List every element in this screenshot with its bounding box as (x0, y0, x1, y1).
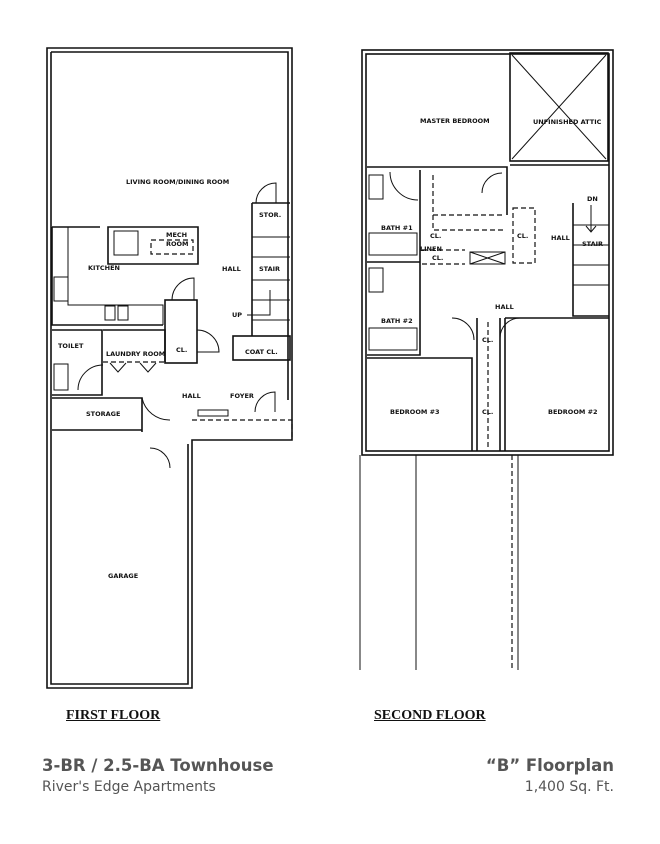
room-mech-room: ROOM (166, 240, 189, 248)
plan-name: “B” Floorplan (485, 756, 614, 775)
second-floor-heading: SECOND FLOOR (374, 708, 486, 723)
room-linen: LINEN (420, 245, 442, 253)
room-hall-upper: HALL (222, 265, 241, 273)
room-master-bedroom: MASTER BEDROOM (420, 117, 490, 125)
room-kitchen: KITCHEN (88, 264, 120, 272)
room-garage: GARAGE (108, 572, 138, 580)
room-unfinished-attic: UNFINISHED ATTIC (533, 118, 602, 126)
room-bath-2: BATH #2 (381, 317, 413, 325)
room-bedroom-2: BEDROOM #2 (548, 408, 598, 416)
room-storage-closet: STOR. (259, 211, 281, 219)
room-toilet: TOILET (58, 342, 84, 350)
first-floor-heading: FIRST FLOOR (66, 708, 161, 723)
room-stair: STAIR (259, 265, 280, 273)
room-closet: CL. (176, 346, 187, 354)
property-name: River's Edge Apartments (42, 779, 216, 795)
room-hall-right: HALL (551, 234, 570, 242)
room-mech: MECH (166, 231, 187, 239)
room-master-closet: CL. (430, 232, 441, 240)
room-closet-d: CL. (482, 408, 493, 416)
room-living-dining: LIVING ROOM/DINING ROOM (126, 178, 229, 186)
room-storage: STORAGE (86, 410, 120, 418)
room-bedroom-3: BEDROOM #3 (390, 408, 440, 416)
room-hall-center: HALL (495, 303, 514, 311)
second-floor-plan (359, 49, 614, 670)
room-foyer: FOYER (230, 392, 254, 400)
room-closet-c: CL. (482, 336, 493, 344)
room-hall-lower: HALL (182, 392, 201, 400)
room-linen-closet: CL. (432, 254, 443, 262)
room-hall-closet: CL. (517, 232, 528, 240)
first-floor-plan (46, 47, 293, 689)
square-footage: 1,400 Sq. Ft. (524, 779, 614, 795)
room-coat-closet: COAT CL. (245, 348, 278, 356)
stair-up-label: UP (232, 311, 242, 319)
unit-type: 3-BR / 2.5-BA Townhouse (42, 756, 274, 775)
room-laundry: LAUNDRY ROOM (106, 350, 165, 358)
stair-down-label: DN (587, 195, 598, 203)
room-stair-2: STAIR (582, 240, 603, 248)
room-bath-1: BATH #1 (381, 224, 413, 232)
